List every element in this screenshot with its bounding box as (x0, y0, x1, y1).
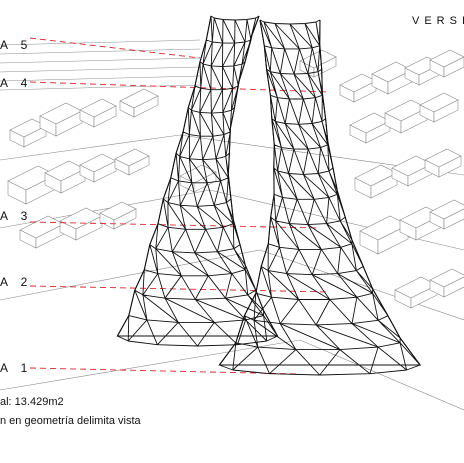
far-slab-line (0, 84, 201, 91)
context-block (429, 199, 464, 230)
context-block (429, 268, 464, 298)
tower-tube (116, 15, 279, 347)
context-block (394, 276, 438, 309)
urban-context-blocks (0, 39, 464, 411)
context-block (354, 164, 398, 199)
context-block (44, 160, 86, 194)
far-slab-line (0, 57, 201, 64)
level-lines (29, 37, 331, 375)
level-line-3 (29, 221, 321, 229)
level-label-1: A 1 (0, 361, 33, 375)
geometry-note: n en geometría delimita vista (0, 415, 141, 427)
context-block (419, 92, 459, 123)
far-slab-line (0, 75, 201, 82)
context-block (119, 88, 159, 118)
context-block (79, 153, 117, 183)
level-line-1 (29, 367, 301, 375)
level-label-5: A 5 (0, 38, 33, 52)
context-block (114, 148, 150, 176)
context-block (179, 164, 217, 193)
level-label-4: A 4 (0, 76, 33, 90)
ground-strip (0, 134, 464, 176)
level-line-5 (29, 37, 201, 59)
context-block (9, 118, 47, 148)
context-block (79, 98, 117, 128)
tower-tube (218, 19, 422, 376)
level-line-4 (29, 81, 331, 93)
context-block (339, 73, 377, 103)
version-title: VERSI (411, 15, 464, 27)
far-slab-line (0, 39, 201, 46)
context-block (39, 102, 83, 137)
context-block (424, 148, 462, 178)
context-block (349, 112, 391, 144)
ground-strip (0, 249, 464, 321)
level-label-2: A 2 (0, 275, 33, 289)
level-label-3: A 3 (0, 209, 33, 223)
tower-lattice (116, 15, 422, 376)
ground-strip (0, 339, 464, 411)
context-block (429, 49, 464, 78)
far-slab-line (0, 66, 201, 73)
context-block (59, 207, 103, 241)
level-line-2 (29, 285, 331, 293)
context-block (99, 201, 137, 230)
far-slab-line (0, 48, 201, 55)
area-caption: al: 13.429m2 (0, 396, 64, 408)
